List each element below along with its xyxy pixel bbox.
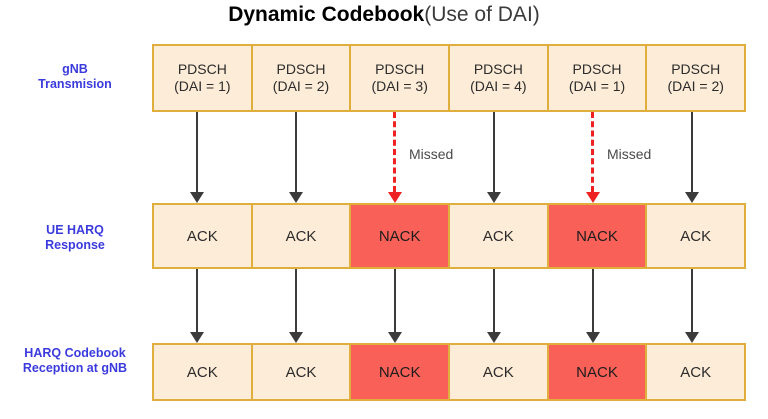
feedback-arrow-2 bbox=[289, 269, 303, 343]
transmission-arrow-6 bbox=[685, 112, 699, 203]
pdsch-cell-dai: (DAI = 2) bbox=[667, 78, 724, 94]
row-label-ue-line2: Response bbox=[45, 238, 105, 252]
arrow-shaft bbox=[196, 269, 198, 332]
codebook-label: ACK bbox=[285, 363, 317, 381]
arrow-head bbox=[190, 192, 204, 203]
codebook-cell-nack[interactable]: NACK bbox=[548, 345, 648, 399]
arrow-head bbox=[487, 332, 501, 343]
harq-response-cell-ack[interactable]: ACK bbox=[647, 205, 745, 267]
arrow-shaft-dashed bbox=[393, 112, 396, 192]
codebook-label: NACK bbox=[576, 363, 618, 381]
harq-response-cell-ack[interactable]: ACK bbox=[252, 205, 352, 267]
row-label-gnb-line1: gNB bbox=[62, 62, 88, 76]
transmission-arrow-1 bbox=[190, 112, 204, 203]
harq-response-label: NACK bbox=[378, 227, 421, 245]
missed-transmission-arrow-2 bbox=[586, 112, 600, 203]
page-title-main: Dynamic Codebook bbox=[228, 3, 425, 26]
row-label-harq-codebook-reception: HARQ Codebook Reception at gNB bbox=[0, 346, 150, 376]
pdsch-cell-label: PDSCH bbox=[375, 61, 425, 77]
codebook-cell-ack[interactable]: ACK bbox=[647, 345, 745, 399]
arrow-head bbox=[388, 192, 402, 203]
harq-response-label: ACK bbox=[482, 227, 514, 245]
feedback-arrow-6 bbox=[685, 269, 699, 343]
arrow-shaft bbox=[394, 269, 396, 332]
arrow-shaft bbox=[592, 269, 594, 332]
arrow-shaft-dashed bbox=[591, 112, 594, 192]
arrow-head bbox=[685, 192, 699, 203]
feedback-arrow-5 bbox=[586, 269, 600, 343]
feedback-arrow-3 bbox=[388, 269, 402, 343]
row-label-codebook-line1: HARQ Codebook bbox=[24, 346, 126, 360]
arrow-head bbox=[685, 332, 699, 343]
row-label-gnb-transmission: gNB Transmision bbox=[0, 62, 150, 92]
row-label-codebook-line2: Reception at gNB bbox=[22, 361, 128, 375]
harq-response-label: ACK bbox=[680, 227, 712, 245]
feedback-arrow-1 bbox=[190, 269, 204, 343]
missed-transmission-arrow-1 bbox=[388, 112, 402, 203]
pdsch-cell-label: PDSCH bbox=[276, 61, 326, 77]
arrow-head bbox=[388, 332, 402, 343]
harq-response-cell-nack[interactable]: NACK bbox=[548, 205, 648, 267]
arrow-head bbox=[586, 332, 600, 343]
missed-label-1: Missed bbox=[409, 146, 454, 162]
pdsch-cell-dai: (DAI = 3) bbox=[371, 78, 428, 94]
harq-codebook-reception-row: ACK ACK NACK ACK NACK ACK bbox=[152, 343, 746, 401]
arrow-shaft bbox=[196, 112, 198, 192]
pdsch-cell[interactable]: PDSCH (DAI = 3) bbox=[351, 46, 451, 110]
pdsch-transmission-row: PDSCH (DAI = 1) PDSCH (DAI = 2) PDSCH (D… bbox=[152, 44, 746, 112]
pdsch-cell-dai: (DAI = 1) bbox=[568, 78, 626, 94]
codebook-label: ACK bbox=[482, 363, 514, 381]
pdsch-cell-dai: (DAI = 1) bbox=[174, 78, 231, 94]
arrow-shaft bbox=[691, 269, 693, 332]
row-label-gnb-line2: Transmision bbox=[38, 77, 112, 91]
pdsch-cell-label: PDSCH bbox=[572, 61, 622, 77]
missed-label-2: Missed bbox=[607, 146, 652, 162]
codebook-cell-ack[interactable]: ACK bbox=[154, 345, 253, 399]
feedback-arrow-4 bbox=[487, 269, 501, 343]
harq-response-label: ACK bbox=[285, 227, 317, 245]
arrow-head bbox=[289, 192, 303, 203]
ue-harq-response-row: ACK ACK NACK ACK NACK ACK bbox=[152, 203, 746, 269]
arrow-head bbox=[289, 332, 303, 343]
codebook-cell-nack[interactable]: NACK bbox=[351, 345, 451, 399]
transmission-arrow-2 bbox=[289, 112, 303, 203]
pdsch-cell-label: PDSCH bbox=[671, 61, 721, 77]
page-title-suffix: (Use of DAI) bbox=[424, 3, 540, 26]
pdsch-cell-dai: (DAI = 4) bbox=[470, 78, 527, 94]
arrow-head bbox=[487, 192, 501, 203]
codebook-label: ACK bbox=[680, 363, 712, 381]
pdsch-cell-dai: (DAI = 2) bbox=[272, 78, 330, 94]
pdsch-cell-label: PDSCH bbox=[473, 61, 523, 77]
row-label-ue-harq-response: UE HARQ Response bbox=[0, 223, 150, 253]
codebook-label: NACK bbox=[378, 363, 421, 381]
pdsch-cell-label: PDSCH bbox=[177, 61, 227, 77]
harq-response-cell-ack[interactable]: ACK bbox=[154, 205, 253, 267]
codebook-label: ACK bbox=[186, 363, 218, 381]
arrow-shaft bbox=[295, 269, 297, 332]
pdsch-cell[interactable]: PDSCH (DAI = 1) bbox=[154, 46, 253, 110]
pdsch-cell[interactable]: PDSCH (DAI = 2) bbox=[647, 46, 745, 110]
transmission-arrow-4 bbox=[487, 112, 501, 203]
arrow-shaft bbox=[493, 112, 495, 192]
harq-response-cell-ack[interactable]: ACK bbox=[450, 205, 549, 267]
arrow-head bbox=[190, 332, 204, 343]
page-title: Dynamic Codebook(Use of DAI) bbox=[0, 2, 768, 28]
row-label-ue-line1: UE HARQ bbox=[46, 223, 104, 237]
codebook-cell-ack[interactable]: ACK bbox=[252, 345, 352, 399]
pdsch-cell[interactable]: PDSCH (DAI = 1) bbox=[548, 46, 648, 110]
harq-response-label: ACK bbox=[186, 227, 218, 245]
arrow-shaft bbox=[493, 269, 495, 332]
pdsch-cell[interactable]: PDSCH (DAI = 2) bbox=[252, 46, 352, 110]
pdsch-cell[interactable]: PDSCH (DAI = 4) bbox=[450, 46, 549, 110]
codebook-cell-ack[interactable]: ACK bbox=[450, 345, 549, 399]
arrow-shaft bbox=[295, 112, 297, 192]
harq-response-cell-nack[interactable]: NACK bbox=[351, 205, 451, 267]
harq-response-label: NACK bbox=[576, 227, 618, 245]
arrow-shaft bbox=[691, 112, 693, 192]
arrow-head bbox=[586, 192, 600, 203]
